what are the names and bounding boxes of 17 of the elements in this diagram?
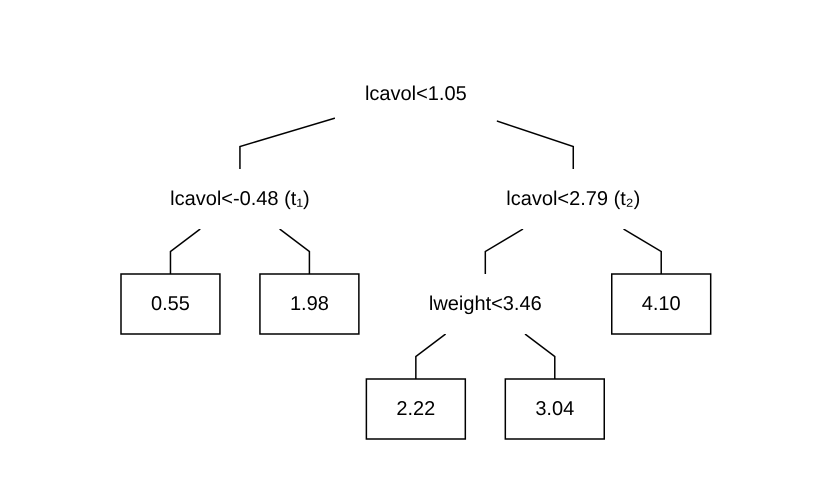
node-box: 2.22 xyxy=(366,378,466,440)
node-box: 0.55 xyxy=(120,272,221,334)
connector xyxy=(623,228,662,274)
connector xyxy=(170,228,201,274)
connector xyxy=(239,116,336,168)
connector xyxy=(524,332,556,378)
node-box: 4.10 xyxy=(611,272,712,334)
connector xyxy=(415,332,446,378)
connector xyxy=(496,120,574,168)
node-box: 3.04 xyxy=(504,378,606,440)
connector xyxy=(484,228,524,274)
node-box: 1.98 xyxy=(259,272,360,334)
connector xyxy=(279,228,310,274)
node-text: lweight<3.46 xyxy=(429,292,542,314)
node-text: lcavol<-0.48 (t₁) xyxy=(170,188,310,210)
node-text: lcavol<2.79 (t₂) xyxy=(506,188,640,210)
node-text: lcavol<1.05 xyxy=(365,82,467,104)
